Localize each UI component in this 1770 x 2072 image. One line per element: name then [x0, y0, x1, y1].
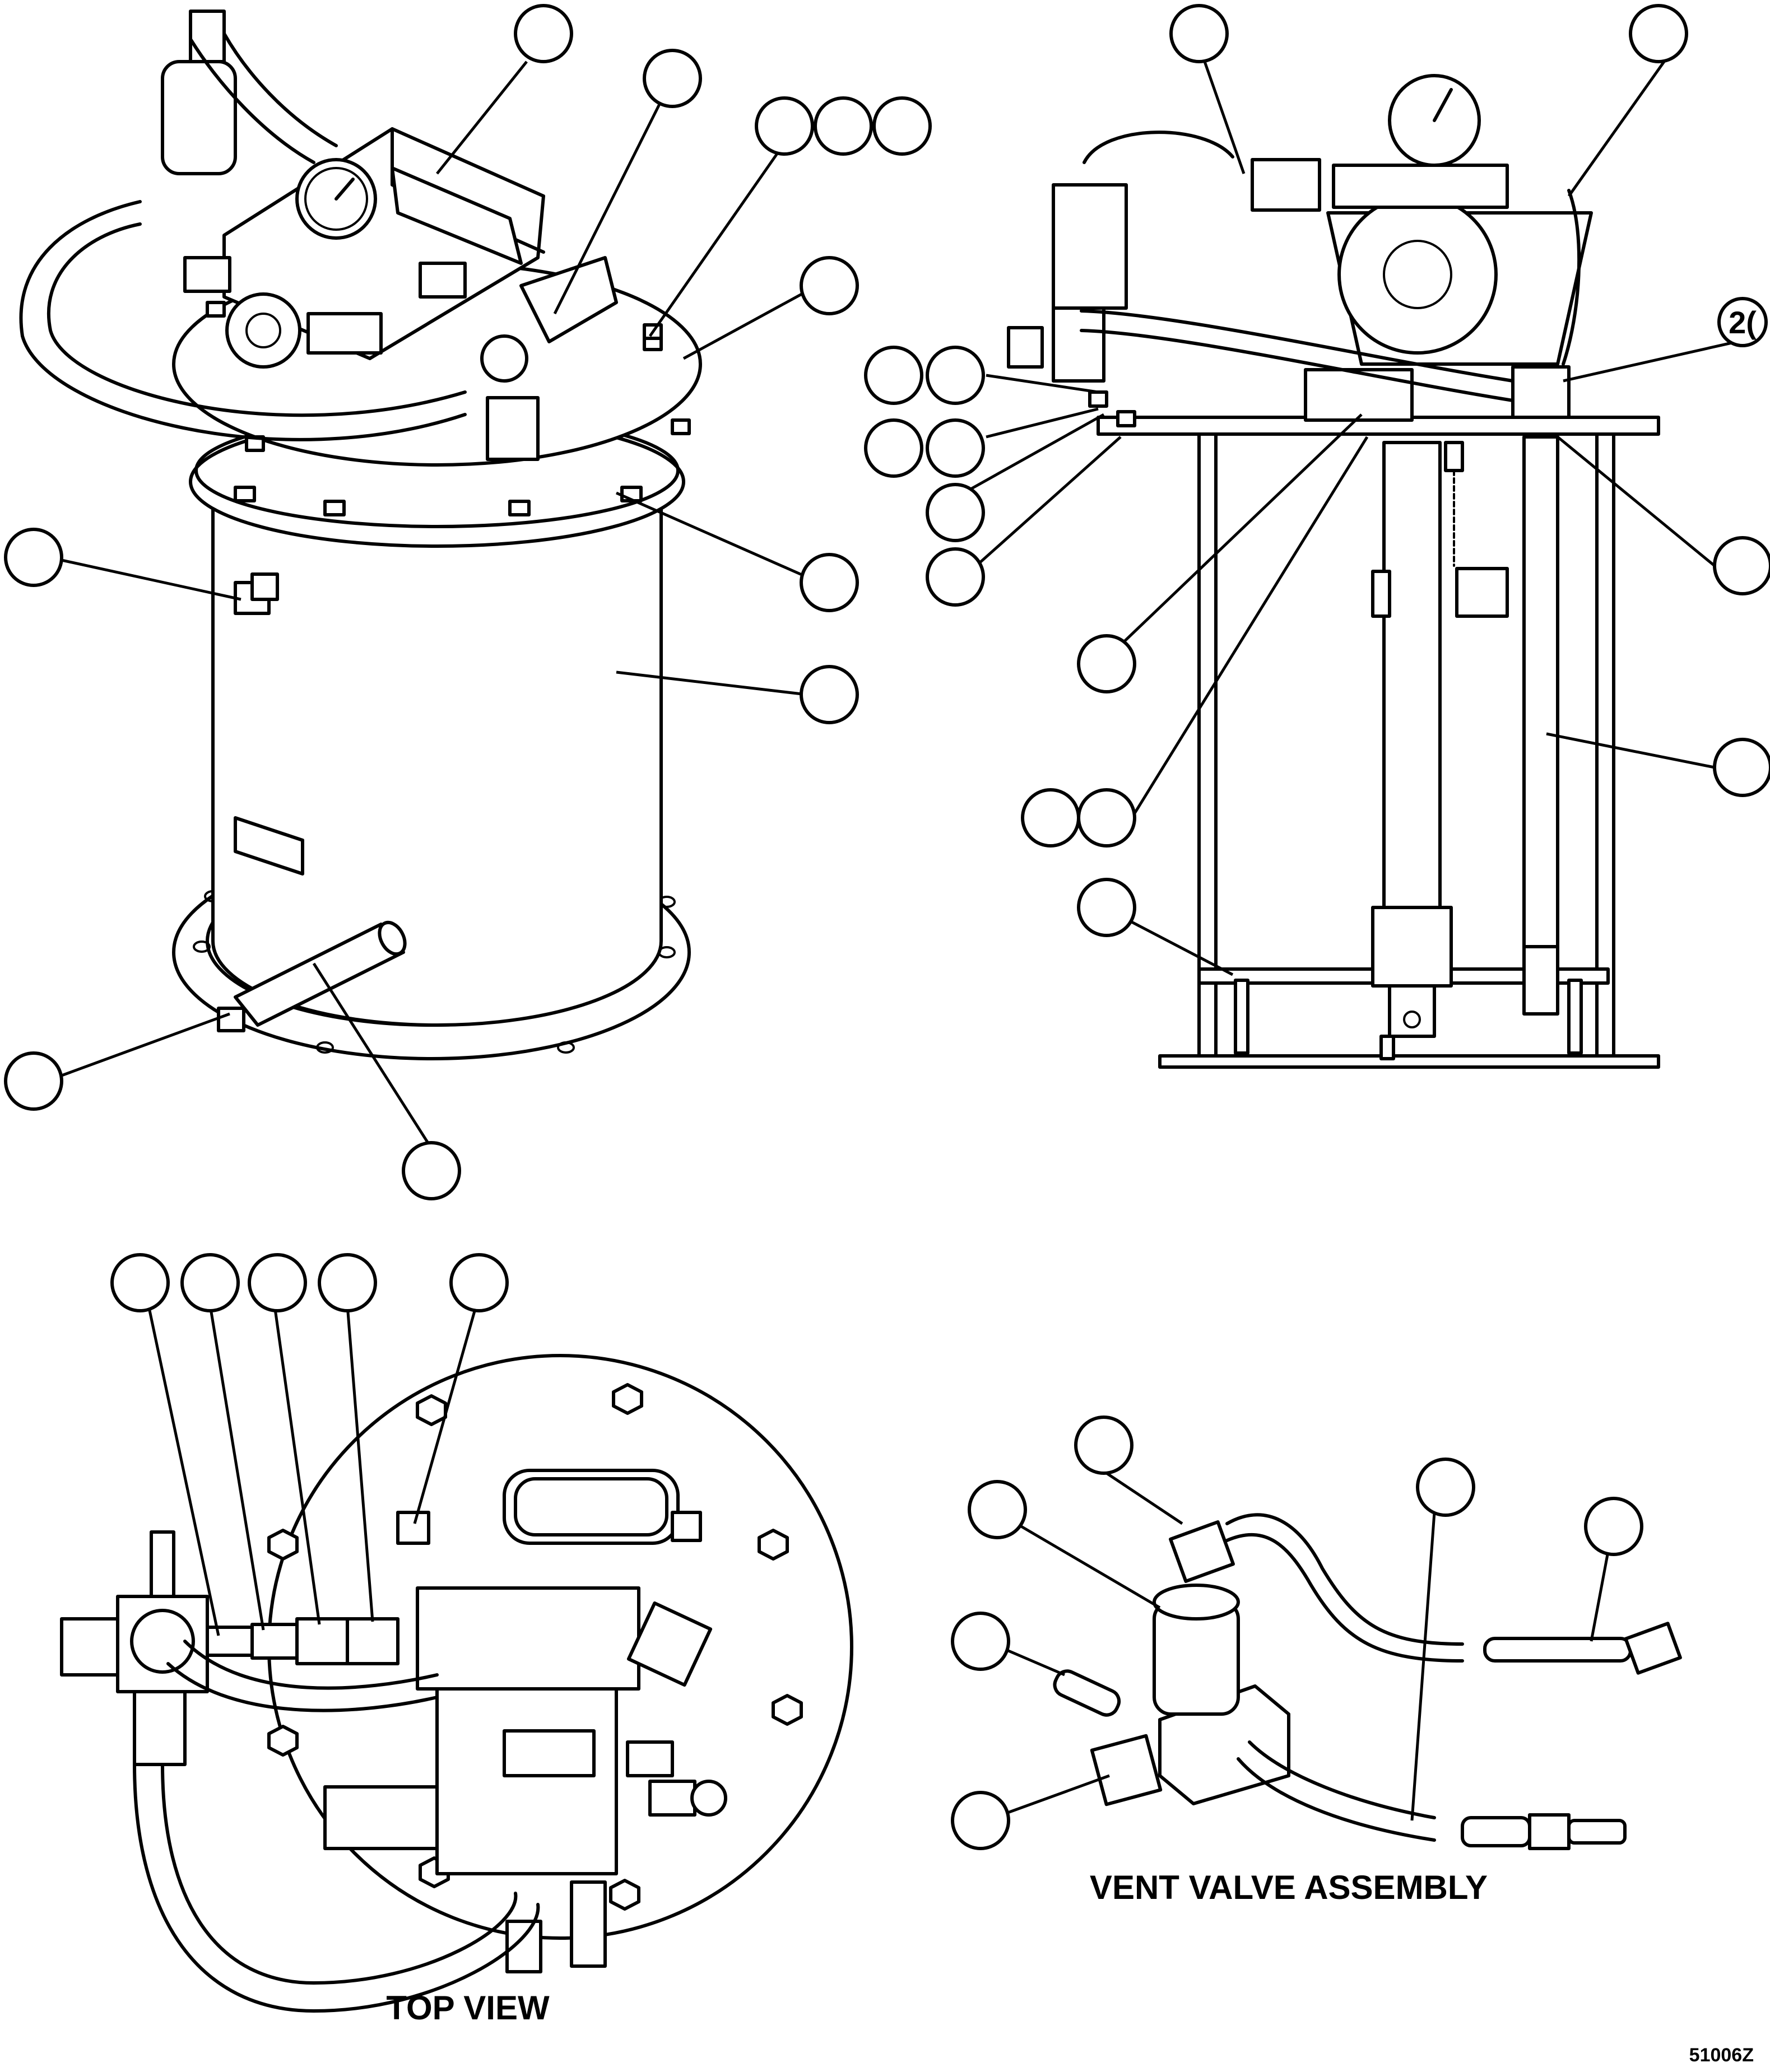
vent-valve-side: [1052, 183, 1128, 310]
pump-rotor-iso: [225, 292, 301, 369]
junction-box-iso: [486, 396, 540, 461]
side-elevation-view: [1007, 74, 1660, 1069]
square-port: [396, 1511, 430, 1545]
hose-loop-outer: [19, 200, 467, 441]
solenoid-valve-iso: [161, 60, 237, 175]
vent-valve-elbow: [1624, 1622, 1682, 1675]
tank-isometric-view: [19, 10, 702, 1060]
callout-bubbles: [4, 4, 1770, 1850]
base-plate: [1158, 1054, 1660, 1069]
cover-bolts: [206, 301, 691, 452]
tank-cylinder: [211, 480, 663, 1027]
top-view-fitting-chain: [60, 1530, 399, 1766]
vent-valve-side-fitting: [1053, 1669, 1121, 1717]
vent-valve-cable: [1225, 1513, 1464, 1646]
top-view-solenoid: [323, 1785, 439, 1850]
caption-top-view: TOP VIEW: [386, 1989, 550, 2027]
drawing-number: 51006Z: [1689, 2045, 1754, 2066]
manifold-block-side: [1332, 164, 1509, 209]
vent-valve-nipple: [1461, 1816, 1531, 1847]
warning-label-plate: [234, 816, 304, 876]
vent-valve-connector: [1169, 1520, 1235, 1583]
side-hose-upper: [1083, 131, 1234, 164]
manifold-assembly: [161, 10, 618, 461]
top-view-junction: [626, 1601, 713, 1687]
top-view-manifold-upper: [416, 1586, 640, 1691]
top-view-cover-bolts: [267, 1383, 803, 1911]
vent-valve-outlet-pipe: [1248, 1740, 1436, 1819]
caption-vent-valve-assembly: VENT VALVE ASSEMBLY: [1090, 1869, 1488, 1906]
return-tube: [1522, 435, 1559, 948]
solenoid-coil-side: [1251, 158, 1321, 212]
float-weight: [1455, 567, 1509, 618]
top-view-hose-inner: [161, 1763, 518, 1985]
side-hose-lower: [1080, 309, 1515, 383]
top-view-hose-upper: [166, 1662, 439, 1712]
pump-tube: [1382, 441, 1442, 909]
oval-cover: [503, 1469, 680, 1545]
vent-valve-coil-box: [1090, 1734, 1163, 1806]
top-view: [60, 1354, 853, 2013]
upper-hose: [189, 38, 315, 164]
hose-loop-inner: [47, 222, 467, 417]
callout-label-partial: 2(: [1729, 305, 1757, 340]
vent-valve-tube: [1483, 1637, 1632, 1663]
vent-valve-assembly: [1053, 1513, 1682, 1850]
rim-bolts: [234, 486, 643, 516]
side-hose-right: [1562, 189, 1581, 366]
top-view-hose-outer: [133, 1763, 540, 2013]
pump-rotor-side: [1337, 194, 1498, 355]
pump-inlet: [1371, 906, 1453, 988]
adapter-block: [1304, 368, 1414, 422]
top-view-manifold-lower: [435, 1687, 618, 1875]
